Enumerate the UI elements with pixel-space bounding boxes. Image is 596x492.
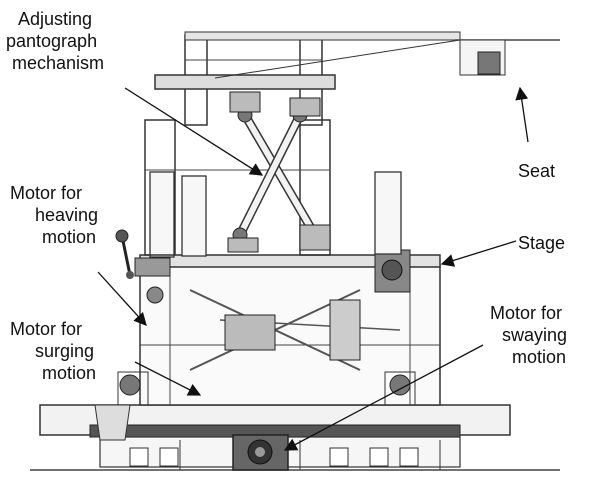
label-stage: Stage [518,232,565,254]
label-surge-motor-line1: Motor for [10,319,83,339]
heave-motor [115,171,402,279]
label-surge-motor-line3: motion [42,363,97,383]
label-surge-motor: Motor for surging motion [10,318,96,384]
arrow-heave-motor [97,271,147,326]
label-pantograph-line3: mechanism [12,53,105,73]
pantograph-linkage [227,91,331,253]
label-pantograph-line2: pantograph [6,31,98,51]
arrow-seat [515,86,529,143]
arrow-surge-motor [134,361,202,396]
label-seat-line1: Seat [518,161,556,181]
label-stage-line1: Stage [518,233,566,253]
label-heave-motor-line3: motion [42,227,97,247]
arrow-stage [440,240,517,267]
label-seat: Seat [518,160,555,182]
seat-assembly [154,31,560,90]
label-sway-motor: Motor for swaying motion [490,302,567,368]
label-sway-motor-line1: Motor for [490,303,563,323]
label-surge-motor-line2: surging [35,341,95,361]
label-pantograph: Adjusting pantograph mechanism [6,8,104,74]
label-sway-motor-line3: motion [512,347,567,367]
label-heave-motor-line1: Motor for [10,183,83,203]
label-pantograph-line1: Adjusting [17,9,93,29]
sway-motor [232,434,289,471]
stage-plate [139,249,441,293]
label-heave-motor: Motor for heaving motion [10,182,98,248]
arrow-sway-motor [283,344,484,451]
label-sway-motor-line2: swaying [502,325,568,345]
label-heave-motor-line2: heaving [35,205,99,225]
leader-arrows [97,86,529,451]
arrow-pantograph [124,87,264,176]
